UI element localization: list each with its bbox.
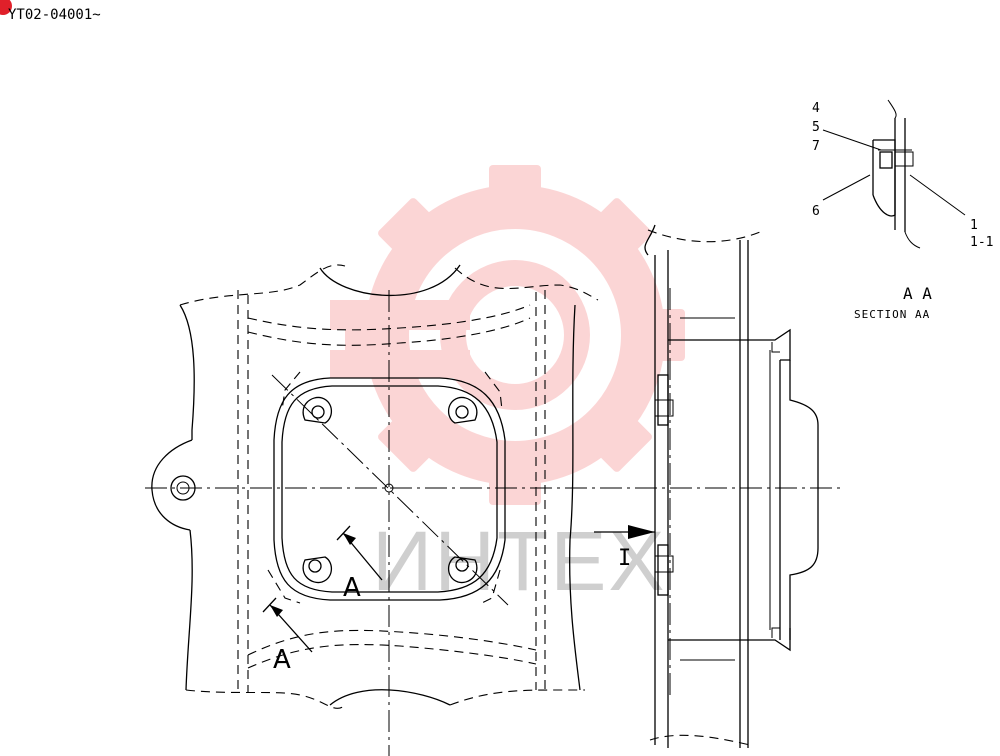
bolt-top-left-icon xyxy=(302,396,333,424)
callout-6: 6 xyxy=(812,204,820,219)
drawing-code: YT02-04001~ xyxy=(8,7,101,23)
side-view: I xyxy=(594,224,819,748)
watermark-logo xyxy=(330,165,685,505)
cut-label-upper: A xyxy=(343,573,361,603)
callout-1-1: 1-1 xyxy=(970,235,993,250)
cut-label-lower: A xyxy=(273,645,291,675)
bolt-top-right-icon xyxy=(447,396,478,424)
section-cut-upper: A xyxy=(336,525,383,603)
callout-4: 4 xyxy=(812,101,820,116)
view-marker: I xyxy=(618,546,631,571)
section-aa-detail: 4 5 7 6 1 1-1 A A SECTION AA xyxy=(812,99,993,321)
bolt-bottom-right-icon xyxy=(447,556,478,584)
bolt-bottom-left-icon xyxy=(302,556,333,584)
front-view xyxy=(151,264,599,709)
callout-7: 7 xyxy=(812,139,820,154)
section-subtitle: SECTION AA xyxy=(854,308,930,321)
callout-1: 1 xyxy=(970,218,978,233)
section-cut-lower: A xyxy=(262,597,313,675)
diagonal-centerline-a xyxy=(271,374,509,606)
callout-5: 5 xyxy=(812,120,820,135)
marker-badge-icon xyxy=(0,0,12,15)
section-title: A A xyxy=(903,284,932,303)
